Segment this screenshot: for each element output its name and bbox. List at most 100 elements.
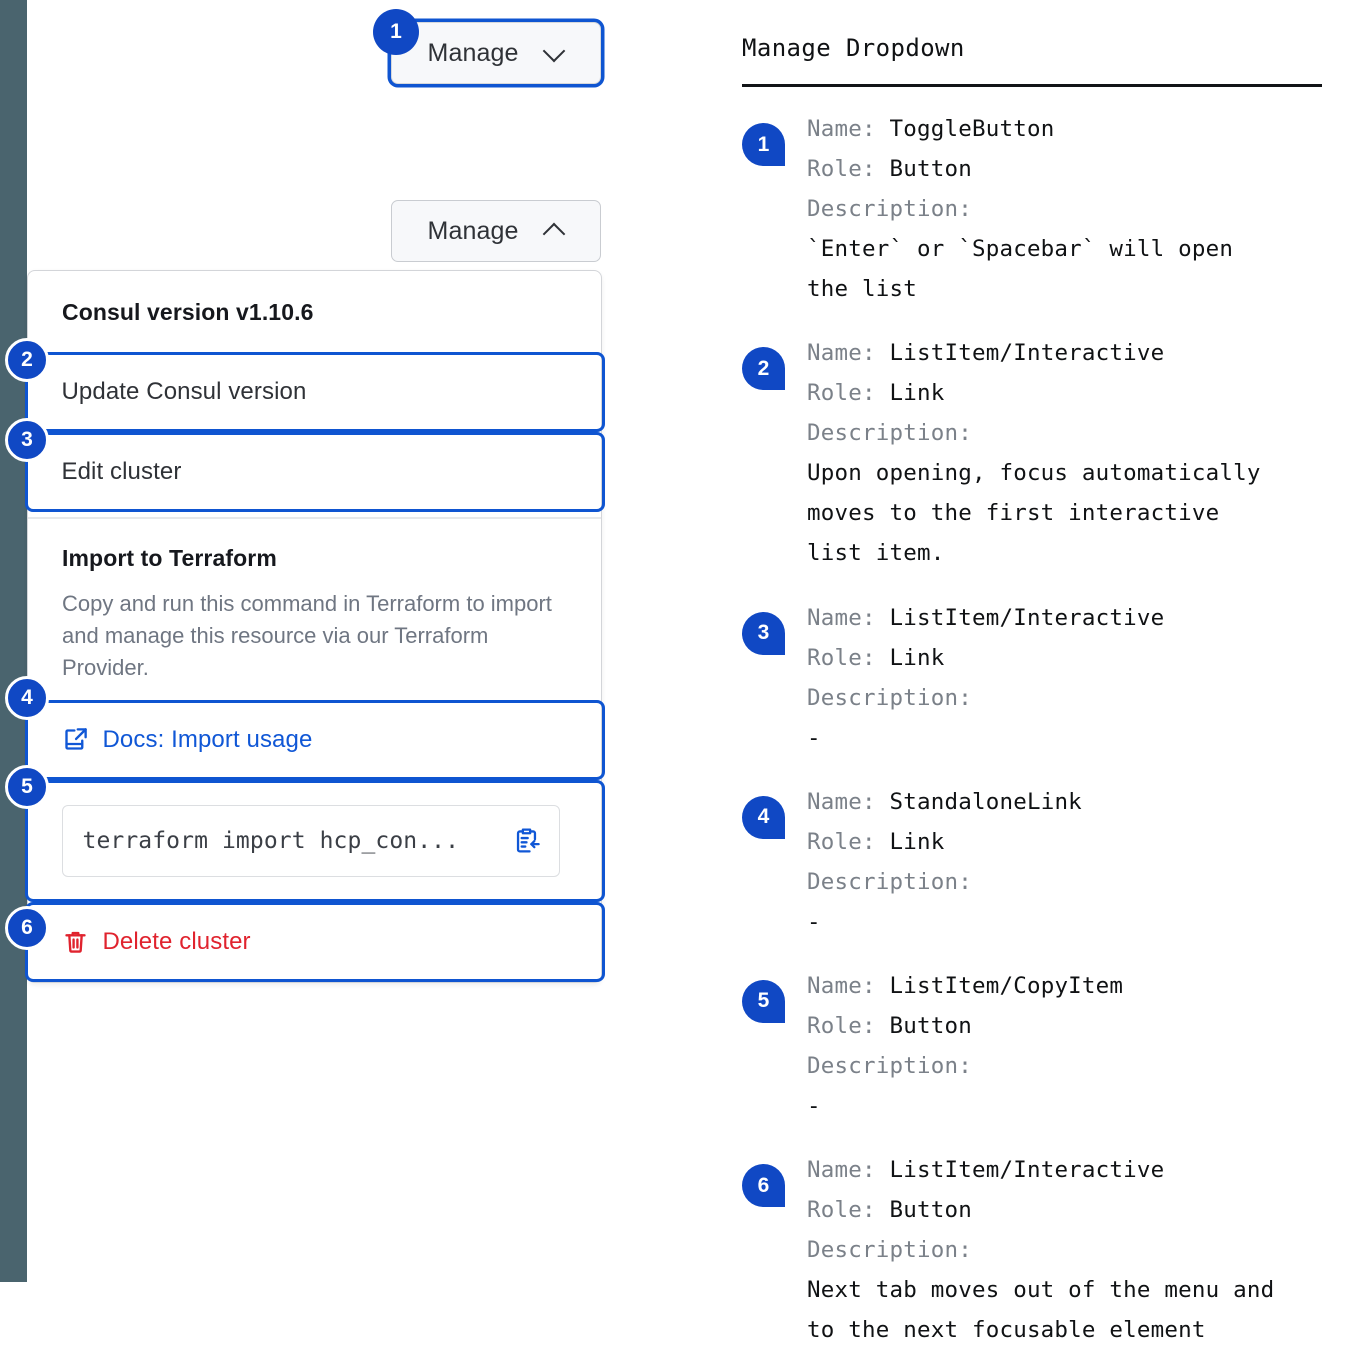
app-sidebar-rail bbox=[0, 0, 27, 1282]
callout-badge-6: 6 bbox=[5, 906, 49, 950]
manage-toggle-open-label: Manage bbox=[427, 216, 519, 245]
doc-field-value: - bbox=[807, 1093, 821, 1120]
doc-panel-title: Manage Dropdown bbox=[742, 34, 965, 62]
doc-entry-name: Name: ListItem/CopyItem bbox=[807, 966, 1123, 1006]
terraform-command-field[interactable]: terraform import hcp_con... bbox=[61, 804, 560, 877]
doc-entry-name: Name: ListItem/Interactive bbox=[807, 1150, 1274, 1190]
doc-field-label: Name: bbox=[807, 1157, 890, 1184]
doc-field-label: Description: bbox=[807, 196, 986, 223]
doc-entry-description-label: Description: bbox=[807, 1046, 1123, 1086]
callout-badge-5: 5 bbox=[5, 765, 49, 809]
menu-item-docs-import-usage[interactable]: Docs: Import usage bbox=[24, 699, 605, 780]
consul-version-heading: Consul version v1.10.6 bbox=[62, 299, 314, 325]
doc-field-value: StandaloneLink bbox=[889, 788, 1082, 815]
menu-item-update-consul-version[interactable]: Update Consul version bbox=[24, 352, 605, 432]
doc-entry-description-value: Next tab moves out of the menu and to th… bbox=[807, 1270, 1274, 1350]
doc-entry-description-value: - bbox=[807, 902, 1082, 942]
doc-field-label: Name: bbox=[807, 116, 890, 142]
doc-entry-description-label: Description: bbox=[807, 678, 1164, 718]
doc-entry-description-label: Description: bbox=[807, 189, 1233, 229]
doc-field-label: Description: bbox=[807, 684, 986, 711]
doc-badge-2: 2 bbox=[742, 347, 785, 391]
doc-field-value: ToggleButton bbox=[889, 116, 1055, 142]
doc-entry-role: Role: Button bbox=[807, 1190, 1274, 1230]
callout-badge-4: 4 bbox=[5, 676, 49, 720]
doc-entry-role: Role: Link bbox=[807, 638, 1164, 678]
doc-badge-6: 6 bbox=[742, 1164, 785, 1208]
doc-field-label: Description: bbox=[807, 1052, 986, 1079]
manage-toggle-button-focused[interactable]: Manage bbox=[391, 22, 601, 84]
doc-entry-role: Role: Link bbox=[807, 822, 1082, 862]
manage-toggle-button-open[interactable]: Manage bbox=[391, 200, 601, 262]
clipboard-copy-icon[interactable] bbox=[512, 826, 541, 855]
doc-field-value: Link bbox=[889, 380, 945, 407]
doc-field-value: - bbox=[807, 724, 821, 751]
trash-icon bbox=[62, 928, 89, 955]
doc-field-value: `Enter` or `Spacebar` will open the list bbox=[807, 236, 1234, 303]
doc-entry-role: Role: Link bbox=[807, 373, 1261, 413]
callout-badge-1: 1 bbox=[373, 9, 419, 55]
menu-item-label: Edit cluster bbox=[61, 458, 182, 485]
manage-toggle-label: Manage bbox=[427, 38, 519, 67]
import-to-terraform-description: Copy and run this command in Terraform t… bbox=[62, 591, 552, 680]
doc-entry-name: Name: ListItem/Interactive bbox=[807, 598, 1164, 638]
doc-field-label: Description: bbox=[807, 868, 986, 895]
menu-item-copy-terraform-command[interactable]: terraform import hcp_con... bbox=[24, 779, 605, 902]
menu-divider bbox=[28, 517, 601, 519]
menu-item-label: Update Consul version bbox=[61, 378, 307, 405]
callout-badge-2: 2 bbox=[5, 338, 49, 382]
doc-field-value: Button bbox=[889, 156, 972, 183]
chevron-up-icon bbox=[544, 221, 564, 241]
doc-field-label: Role: bbox=[807, 644, 890, 671]
terraform-command-value: terraform import hcp_con... bbox=[82, 827, 460, 854]
doc-field-label: Description: bbox=[807, 1237, 986, 1264]
doc-entry-description-label: Description: bbox=[807, 862, 1082, 902]
doc-entry-description-value: Upon opening, focus automatically moves … bbox=[807, 453, 1261, 573]
doc-field-value: ListItem/Interactive bbox=[889, 340, 1165, 367]
doc-field-label: Role: bbox=[807, 380, 890, 407]
doc-field-value: Link bbox=[889, 644, 945, 671]
doc-field-value: Next tab moves out of the menu and to th… bbox=[807, 1277, 1275, 1344]
doc-field-value: ListItem/Interactive bbox=[889, 604, 1165, 631]
doc-field-label: Role: bbox=[807, 828, 890, 855]
doc-badge-5: 5 bbox=[742, 979, 785, 1023]
docs-external-link-icon bbox=[62, 726, 89, 753]
manage-dropdown-panel: Consul version v1.10.6 Update Consul ver… bbox=[24, 270, 605, 983]
doc-entry-description-value: - bbox=[807, 1086, 1123, 1126]
doc-entry-role: Role: Button bbox=[807, 149, 1233, 189]
doc-entry-name: Name: ToggleButton bbox=[807, 109, 1233, 149]
doc-field-value: - bbox=[807, 908, 821, 935]
doc-entry-name: Name: StandaloneLink bbox=[807, 782, 1082, 822]
menu-item-edit-cluster[interactable]: Edit cluster bbox=[24, 432, 605, 512]
doc-badge-4: 4 bbox=[742, 795, 785, 839]
doc-entry-description-value: - bbox=[807, 718, 1164, 758]
doc-field-label: Role: bbox=[807, 1197, 890, 1224]
doc-field-label: Name: bbox=[807, 340, 890, 367]
docs-import-usage-label: Docs: Import usage bbox=[102, 725, 313, 753]
doc-entry-name: Name: ListItem/Interactive bbox=[807, 333, 1261, 373]
doc-field-label: Description: bbox=[807, 420, 986, 447]
doc-field-value: ListItem/CopyItem bbox=[889, 972, 1124, 999]
doc-field-value: Upon opening, focus automatically moves … bbox=[807, 460, 1261, 567]
menu-item-delete-cluster[interactable]: Delete cluster bbox=[24, 901, 605, 982]
doc-field-label: Role: bbox=[807, 156, 890, 183]
doc-field-value: ListItem/Interactive bbox=[889, 1157, 1165, 1184]
annotated-component-mock: Manage 1 Manage Consul version v1.10.6 U… bbox=[0, 0, 700, 1282]
doc-field-value: Button bbox=[889, 1012, 972, 1039]
doc-field-label: Name: bbox=[807, 972, 890, 999]
callout-badge-3: 3 bbox=[5, 418, 49, 462]
doc-entry-description-label: Description: bbox=[807, 1230, 1274, 1270]
doc-panel-rule bbox=[742, 84, 1322, 87]
doc-field-label: Role: bbox=[807, 1012, 890, 1039]
